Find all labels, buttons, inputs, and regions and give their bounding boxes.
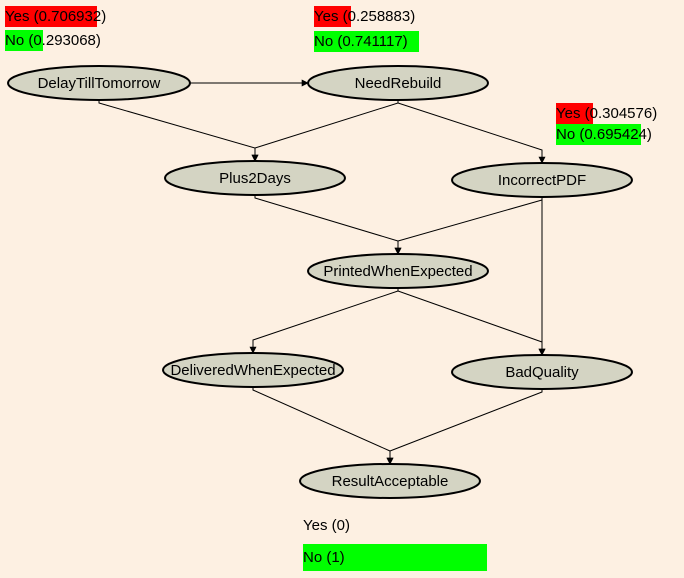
- prob-incorrect-no: No (0.695424): [556, 124, 678, 145]
- prob-result-no-bar: [303, 544, 487, 571]
- node-delivered-ellipse: [162, 352, 344, 388]
- node-badquality-label: BadQuality: [505, 364, 579, 381]
- node-badquality-ellipse: [451, 354, 633, 390]
- node-result-ellipse: [299, 463, 481, 499]
- prob-result-yes-label: Yes (0): [303, 517, 350, 534]
- node-incorrect-label: IncorrectPDF: [498, 172, 586, 189]
- node-plus2-label: Plus2Days: [219, 170, 291, 187]
- node-printed[interactable]: PrintedWhenExpected: [307, 253, 489, 289]
- prob-delay-no-label: No (0.293068): [5, 32, 101, 49]
- node-plus2[interactable]: Plus2Days: [164, 160, 346, 196]
- node-badquality[interactable]: BadQuality: [451, 354, 633, 390]
- prob-delay-no-bar: [5, 30, 44, 51]
- node-plus2-ellipse: [164, 160, 346, 196]
- node-delivered[interactable]: DeliveredWhenExpected: [162, 352, 344, 388]
- node-delivered-label: DeliveredWhenExpected: [170, 362, 335, 379]
- edge-delay-to-plus2: [98, 100, 259, 162]
- prob-rebuild-no-bar: [314, 31, 420, 52]
- edge-incorrect-to-printed: [394, 197, 543, 255]
- node-delay[interactable]: DelayTillTomorrow: [7, 65, 191, 101]
- node-result-label: ResultAcceptable: [332, 473, 449, 490]
- edge-printed-to-badquality: [397, 288, 546, 356]
- node-rebuild-ellipse: [307, 65, 489, 101]
- node-rebuild-label: NeedRebuild: [355, 75, 442, 92]
- prob-incorrect-no-label: No (0.695424): [556, 126, 652, 143]
- node-incorrect-ellipse: [451, 162, 633, 198]
- prob-incorrect-yes-label: Yes (0.304576): [556, 105, 658, 122]
- prob-incorrect-yes-bar: [556, 103, 594, 124]
- prob-rebuild-yes: Yes (0.258883): [314, 6, 456, 27]
- node-rebuild[interactable]: NeedRebuild: [307, 65, 489, 101]
- edge-rebuild-to-plus2: [251, 100, 399, 162]
- edge-printed-to-delivered: [249, 288, 399, 354]
- prob-incorrect-yes: Yes (0.304576): [556, 103, 678, 124]
- node-delay-label: DelayTillTomorrow: [38, 75, 161, 92]
- prob-result-no: No (1): [303, 544, 487, 571]
- prob-delay-yes-label: Yes (0.706932): [5, 8, 107, 25]
- prob-rebuild-yes-bar: [314, 6, 351, 27]
- node-result[interactable]: ResultAcceptable: [299, 463, 481, 499]
- prob-delay-no: No (0.293068): [5, 30, 135, 51]
- prob-rebuild-no: No (0.741117): [314, 31, 456, 52]
- prob-delay-yes-bar: [5, 6, 97, 27]
- prob-result-yes: Yes (0): [303, 513, 487, 539]
- node-delay-ellipse: [7, 65, 191, 101]
- prob-delay-yes: Yes (0.706932): [5, 6, 135, 27]
- prob-incorrect-no-bar: [556, 124, 641, 145]
- edge-rebuild-to-incorrect: [397, 100, 546, 164]
- prob-rebuild-yes-label: Yes (0.258883): [314, 8, 416, 25]
- prob-result-no-label: No (1): [303, 549, 345, 566]
- prob-rebuild-no-label: No (0.741117): [314, 33, 408, 50]
- edge-delivered-to-result: [252, 387, 394, 465]
- edge-badquality-to-result: [386, 389, 543, 465]
- node-incorrect[interactable]: IncorrectPDF: [451, 162, 633, 198]
- edge-plus2-to-printed: [254, 195, 402, 255]
- node-printed-label: PrintedWhenExpected: [323, 263, 472, 280]
- node-printed-ellipse: [307, 253, 489, 289]
